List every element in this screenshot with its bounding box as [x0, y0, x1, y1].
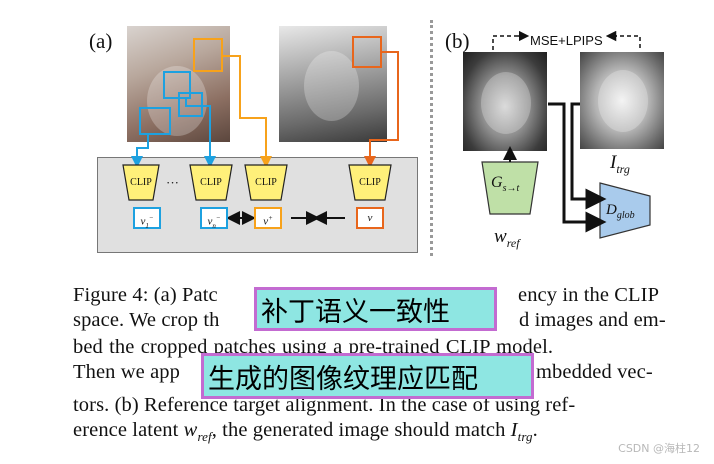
target-image-label: Itrg: [610, 152, 630, 176]
connector-pos: [223, 55, 272, 168]
reference-target-photo: [580, 52, 664, 149]
clip-label-2: CLIP: [200, 177, 222, 188]
negative-patch-box-n: [163, 71, 191, 99]
caption-line-1-right: ency in the CLIP: [518, 284, 660, 306]
clip-encoder-3: [244, 164, 288, 201]
source-photo-girl: [127, 26, 230, 142]
negative-patch-box-1: [139, 107, 171, 135]
gen-to-disc-arrow: [548, 102, 607, 233]
generator-block: [481, 161, 539, 215]
discriminator-label: Dglob: [606, 202, 635, 221]
panel-a-label: (a): [89, 29, 113, 53]
caption-line-2: space. We crop th: [73, 309, 220, 331]
vector-neg-1: v1−: [133, 207, 161, 230]
clip-label-1: CLIP: [130, 177, 152, 188]
loss-label: MSE+LPIPS: [530, 33, 603, 48]
ellipsis: ···: [166, 175, 179, 190]
clip-encoder-1: [122, 164, 160, 201]
connector-neg1: [131, 135, 149, 168]
caption-line-4: Then we app: [73, 361, 180, 383]
clip-label-4: CLIP: [359, 177, 381, 188]
caption-line-2-right: d images and em-: [519, 309, 666, 331]
connector-target: [364, 51, 399, 168]
caption-line-6: erence latent wref, the generated image …: [73, 419, 538, 445]
generator-label: Gs→t: [491, 174, 520, 195]
caption-line-5: tors. (b) Reference target alignment. In…: [73, 394, 576, 416]
caption-line-1: Figure 4: (a) Patc: [73, 284, 218, 306]
trg-to-disc-arrow: [570, 102, 607, 210]
negative-patch-box-mid: [178, 92, 203, 117]
positive-patch-box: [193, 38, 223, 72]
clip-encoder-4: [348, 164, 392, 201]
clip-label-3: CLIP: [255, 177, 277, 188]
vector-target: v: [356, 207, 384, 229]
vector-neg-n: vn−: [200, 207, 228, 230]
panel-b-label: (b): [445, 29, 470, 53]
target-photo-sketch-woman: [279, 26, 387, 142]
target-patch-box: [352, 36, 382, 68]
generated-photo: [463, 52, 547, 151]
latent-label: wref: [494, 226, 520, 250]
connector-negn: [185, 99, 216, 168]
csdn-watermark: CSDN @海柱12: [618, 442, 700, 455]
caption-line-4-right: mbedded vec-: [536, 361, 653, 383]
clip-encoder-2: [189, 164, 233, 201]
overlay-top: 补丁语义一致性: [254, 287, 497, 331]
panel-divider: [430, 20, 433, 256]
overlay-bottom: 生成的图像纹理应匹配: [201, 353, 534, 399]
loss-bracket-right: [613, 35, 641, 50]
caption-line-3: bed the cropped patches using a pre-trai…: [73, 336, 554, 358]
loss-bracket-left: [492, 35, 522, 50]
vector-positive: v+: [254, 207, 282, 229]
